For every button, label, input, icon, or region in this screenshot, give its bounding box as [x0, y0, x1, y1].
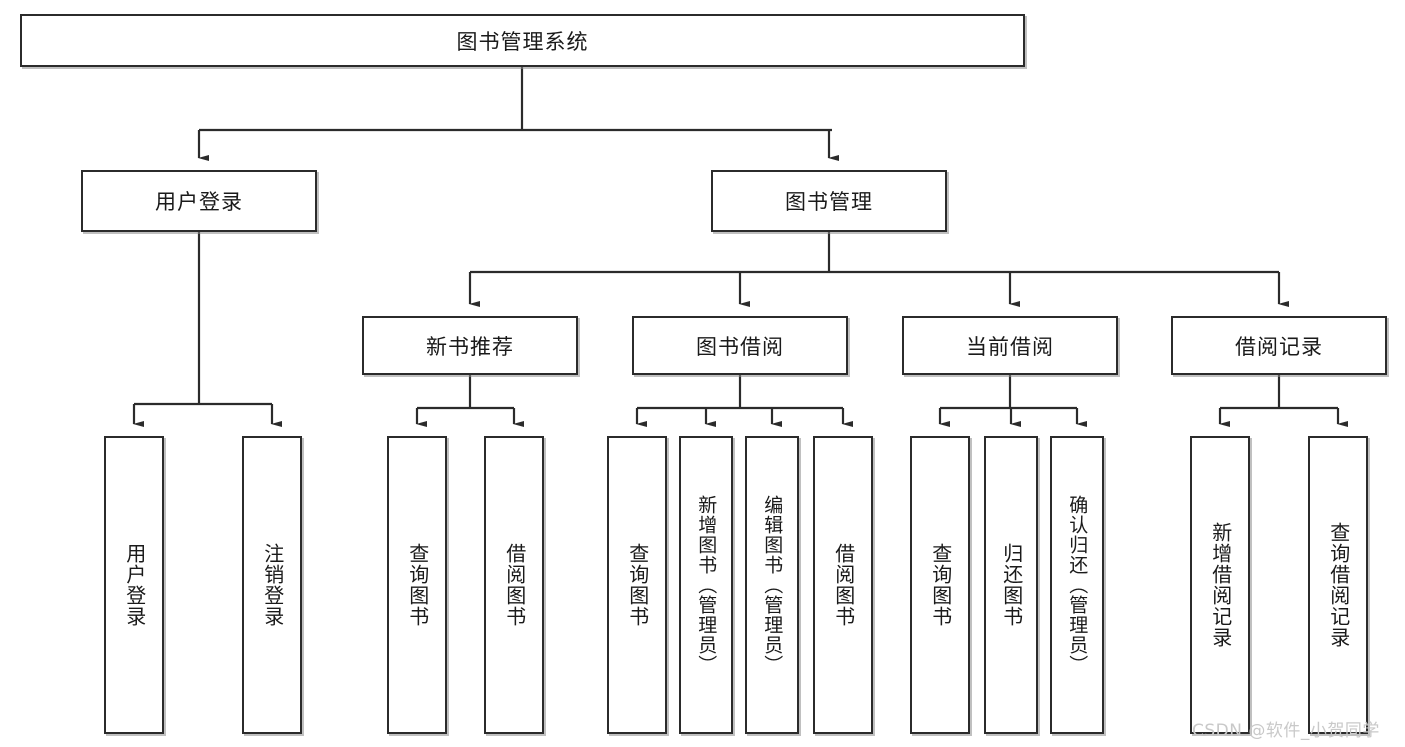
node-leaf-query-book-2[interactable]: 查询图书 [607, 436, 667, 734]
node-leaf-confirm-return-label: 确认归还（管理员） [1066, 495, 1089, 675]
node-leaf-borrow-book-2[interactable]: 借阅图书 [813, 436, 873, 734]
node-leaf-query-book-3-label: 查询图书 [928, 543, 953, 627]
node-leaf-query-book-1-label: 查询图书 [405, 543, 430, 627]
node-leaf-user-login-label: 用户登录 [122, 543, 147, 627]
node-leaf-query-record[interactable]: 查询借阅记录 [1308, 436, 1368, 734]
node-leaf-edit-book-label: 编辑图书（管理员） [761, 495, 784, 675]
node-leaf-query-book-2-label: 查询图书 [625, 543, 650, 627]
node-root[interactable]: 图书管理系统 [20, 14, 1025, 67]
node-leaf-user-login[interactable]: 用户登录 [104, 436, 164, 734]
node-book-borrow[interactable]: 图书借阅 [632, 316, 848, 375]
node-leaf-add-record[interactable]: 新增借阅记录 [1190, 436, 1250, 734]
node-user-login[interactable]: 用户登录 [81, 170, 317, 232]
node-leaf-edit-book[interactable]: 编辑图书（管理员） [745, 436, 799, 734]
node-leaf-borrow-book-1[interactable]: 借阅图书 [484, 436, 544, 734]
node-user-login-label: 用户登录 [155, 190, 243, 214]
node-borrow-record[interactable]: 借阅记录 [1171, 316, 1387, 375]
node-leaf-return-book[interactable]: 归还图书 [984, 436, 1038, 734]
node-new-book-recommend-label: 新书推荐 [426, 334, 514, 359]
node-book-management-label: 图书管理 [785, 190, 873, 214]
node-leaf-return-book-label: 归还图书 [999, 543, 1024, 627]
node-leaf-logout[interactable]: 注销登录 [242, 436, 302, 734]
node-current-borrow[interactable]: 当前借阅 [902, 316, 1118, 375]
node-leaf-borrow-book-1-label: 借阅图书 [502, 543, 527, 627]
node-book-management[interactable]: 图书管理 [711, 170, 947, 232]
node-leaf-query-book-3[interactable]: 查询图书 [910, 436, 970, 734]
node-leaf-query-record-label: 查询借阅记录 [1326, 522, 1351, 648]
node-root-label: 图书管理系统 [456, 29, 589, 54]
node-leaf-confirm-return[interactable]: 确认归还（管理员） [1050, 436, 1104, 734]
node-leaf-borrow-book-2-label: 借阅图书 [831, 543, 856, 627]
node-leaf-add-record-label: 新增借阅记录 [1208, 522, 1233, 648]
node-book-borrow-label: 图书借阅 [696, 334, 784, 359]
node-leaf-query-book-1[interactable]: 查询图书 [387, 436, 447, 734]
node-leaf-add-book[interactable]: 新增图书（管理员） [679, 436, 733, 734]
node-leaf-add-book-label: 新增图书（管理员） [695, 495, 718, 675]
node-current-borrow-label: 当前借阅 [966, 334, 1054, 359]
node-borrow-record-label: 借阅记录 [1235, 334, 1323, 359]
node-leaf-logout-label: 注销登录 [260, 543, 285, 627]
node-new-book-recommend[interactable]: 新书推荐 [362, 316, 578, 375]
